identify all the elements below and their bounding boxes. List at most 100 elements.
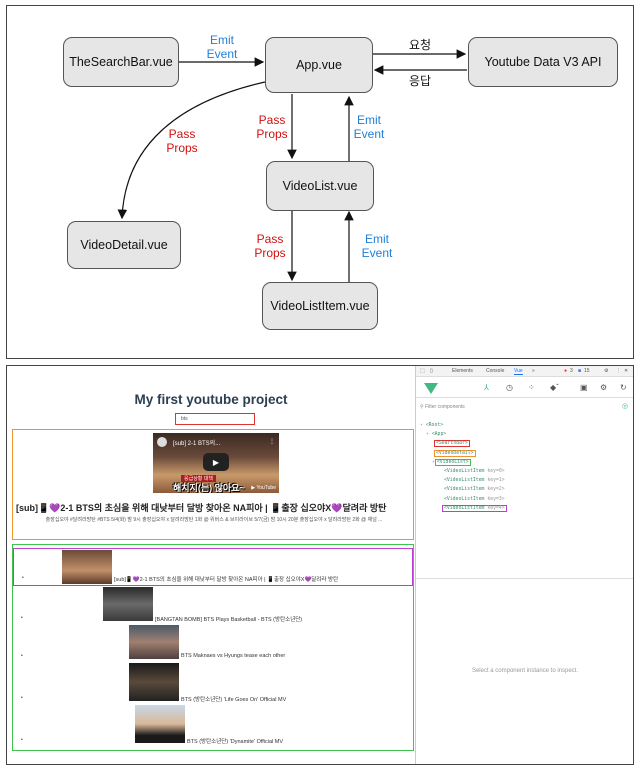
edge-label-emit-searchbar: Emit Event [202,33,242,61]
devtools-square-icon[interactable]: ▣ [580,383,588,392]
architecture-diagram: TheSearchBar.vue App.vue Youtube Data V3… [6,5,634,359]
tab-console[interactable]: Console [486,368,505,374]
kebab-menu-icon[interactable]: ⋮ [616,368,621,374]
page-title: My first youtube project [134,392,288,407]
arrow-app-to-videodetail [117,81,266,220]
inspect-icon[interactable]: ⬚ [420,368,425,374]
filter-placeholder: Filter components [425,404,465,410]
devtools-tabbar: ⬚ ▯ Elements Console Vue » ● 3 ■ 15 ⚙ ⋮ … [416,366,633,377]
edge-label-line: Props [254,246,286,260]
video-player[interactable]: [sub] 2-1 BTS의... ⋮ ▶ 응급상황 대책 해치지(는) 않아요… [153,433,279,493]
tree-node-videodetail[interactable]: <VideoDetail> [434,449,499,458]
node-videodetail-label: VideoDetail.vue [80,238,168,252]
list-item[interactable]: • BTS (방탄소년단) 'Dynamite' Official MV [13,705,413,745]
edge-label-line: Props [166,141,198,155]
search-input[interactable]: bts [175,413,255,425]
list-item-title: BTS (방탄소년단) 'Life Goes On' Official MV [181,697,287,703]
tree-node-videolistitem[interactable]: <VideoListItem key=4> [442,504,507,513]
edge-label-line: Event [206,47,238,61]
device-icon[interactable]: ▯ [430,368,433,374]
list-item-title: BTS Maknaes vs Hyungs tease each other [181,653,286,659]
router-icon[interactable]: ◆ˇ [550,383,559,392]
tree-node-key: key=2> [487,487,505,493]
tree-node-key: key=3> [487,496,505,502]
video-detail-description: 출장십오야 #달려라방탄 #BTS 5/4(화) 밤 9시 출장십오야 x 달려… [45,517,383,523]
tab-more[interactable]: » [532,368,535,374]
message-icon: ■ [578,368,582,374]
edge-label-props-list: Pass Props [252,113,292,141]
tree-node-key: key=0> [487,469,505,475]
list-item[interactable]: • [BANGTAN BOMB] BTS Plays Basketball - … [13,587,413,623]
list-item[interactable]: • [sub]📱💜2-1 BTS의 초심을 위해 대낮부터 달방 찾아온 NA피… [13,548,413,586]
video-list: • [sub]📱💜2-1 BTS의 초심을 위해 대낮부터 달방 찾아온 NA피… [12,544,414,751]
node-videolistitem-label: VideoListItem.vue [270,299,370,313]
tree-node-key: key=4> [487,505,505,511]
play-icon[interactable]: ▶ [203,453,229,471]
video-thumbnail [103,587,153,621]
node-searchbar-label: TheSearchBar.vue [69,55,173,69]
tree-node-searchbar[interactable]: <SearchBar> [434,439,499,448]
tree-node-label: <VideoDetail> [434,449,476,457]
tree-node-label: <Root> [425,423,444,428]
video-player-title: [sub] 2-1 BTS의... [173,441,221,447]
component-tree-icon[interactable]: ⅄ [484,383,489,392]
tree-node-label: <VideoListItem [444,469,485,475]
select-component-icon[interactable]: ◎ [622,403,629,410]
tree-node-label: <VideoListItem [444,496,485,502]
list-item[interactable]: • BTS (방탄소년단) 'Life Goes On' Official MV [13,663,413,703]
tree-node-videolistitem[interactable]: <VideoListItem key=1> [444,476,509,485]
error-count: 3 [570,368,573,374]
tree-node-label: <VideoList> [434,458,471,466]
tab-vue[interactable]: Vue [514,368,523,375]
node-videolist-label: VideoList.vue [282,179,358,193]
list-item[interactable]: • BTS Maknaes vs Hyungs tease each other [13,625,413,661]
vue-logo-icon [424,383,438,394]
browser-screenshot: My first youtube project bts [sub] 2-1 B… [6,365,634,765]
node-app-label: App.vue [296,58,342,72]
tree-node-label: <VideoListItem [444,505,485,511]
tree-node-videolistitem[interactable]: <VideoListItem key=0> [444,467,509,476]
settings-gear-icon[interactable]: ⚙ [604,368,609,374]
close-icon[interactable]: ✕ [624,368,629,374]
tree-node-videolistitem[interactable]: <VideoListItem key=3> [444,495,509,504]
edge-label-request: 요청 [408,38,432,52]
node-searchbar: TheSearchBar.vue [63,37,179,87]
edge-label-props-item: Pass Props [250,232,290,260]
tab-elements[interactable]: Elements [452,368,473,374]
tree-node-app[interactable]: ▾ <App> [426,432,447,438]
timeline-icon[interactable]: ◷ [506,383,513,392]
tree-node-label: <VideoListItem [444,478,485,484]
tree-node-root[interactable]: ▾ <Root> [420,423,444,428]
edge-label-line: Pass [256,232,284,246]
plugins-icon[interactable]: ⁘ [528,383,535,392]
component-filter-input[interactable]: ⚲ Filter components [420,404,465,410]
panel-divider [416,578,633,579]
tree-node-videolist[interactable]: ▾<VideoList> [432,458,471,466]
youtube-logo-icon: ▶ YouTube [251,485,276,491]
share-icon[interactable]: ⋮ [269,439,275,445]
app-pane: My first youtube project bts [sub] 2-1 B… [7,366,415,764]
settings-icon[interactable]: ⚙ [600,383,608,392]
selected-tree-node: <VideoListItem key=4> [442,504,507,512]
tree-node-videolistitem[interactable]: <VideoListItem key=2> [444,485,509,494]
vue-devtools-toolbar: ⅄ ◷ ⁘ ◆ˇ ▣ ⚙ ↻ [416,378,633,398]
node-videolistitem: VideoListItem.vue [262,282,378,330]
list-item-title: [BANGTAN BOMB] BTS Plays Basketball - BT… [155,617,303,623]
node-app: App.vue [265,37,373,93]
tree-node-key: key=1> [487,478,505,484]
bullet-icon: • [21,695,23,701]
edge-label-line: Pass [168,127,196,141]
video-overlay-caption: 해치지(는) 않아요~ [173,483,245,493]
node-videodetail: VideoDetail.vue [67,221,181,269]
video-thumbnail [135,705,185,743]
edge-label-line: Emit [210,33,234,47]
tree-node-label: <App> [431,432,447,438]
refresh-icon[interactable]: ↻ [620,383,627,392]
node-videolist: VideoList.vue [266,161,374,211]
edge-label-response: 응답 [408,74,432,88]
video-detail: [sub] 2-1 BTS의... ⋮ ▶ 응급상황 대책 해치지(는) 않아요… [12,429,414,540]
edge-label-props-detail: Pass Props [162,127,202,155]
tree-node-label: <VideoListItem [444,487,485,493]
edge-label-emit-list: Emit Event [349,113,389,141]
inspector-empty-message: Select a component instance to inspect. [471,668,579,674]
